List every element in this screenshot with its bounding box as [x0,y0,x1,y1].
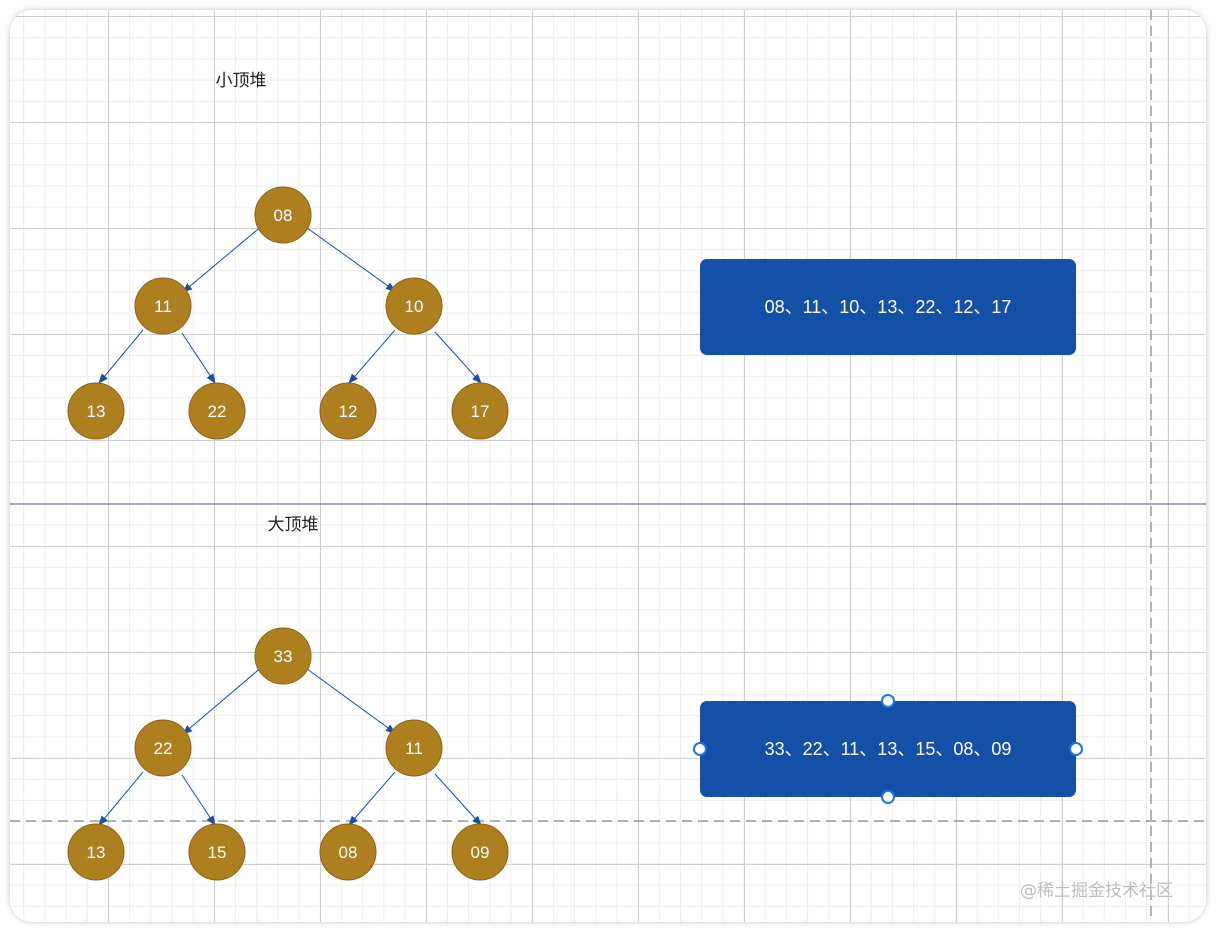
edge [434,331,482,384]
heap-node[interactable]: 08 [254,186,312,244]
heap-node[interactable]: 09 [451,823,509,881]
max-heap-section: 大顶堆 33 22 11 [67,515,1083,881]
heap-node[interactable]: 13 [67,823,125,881]
edge [182,224,264,293]
node-label: 22 [208,402,227,421]
heap-node[interactable]: 33 [254,627,312,685]
heap-node[interactable]: 22 [134,719,192,777]
edge [182,665,264,735]
canvas[interactable]: 小顶堆 08 11 10 [10,10,1206,922]
edge [348,771,396,826]
node-label: 11 [154,297,172,316]
resize-handle-right[interactable] [1069,742,1083,756]
max-heap-edges [98,665,482,826]
node-label: 08 [274,206,293,225]
node-label: 09 [471,843,490,862]
watermark: @稀土掘金技术社区 [1020,881,1173,901]
edge [302,224,396,292]
edge [348,329,396,384]
heap-node[interactable]: 17 [451,382,509,440]
resize-handle-top[interactable] [881,694,895,708]
node-label: 13 [87,402,106,421]
heap-node[interactable]: 12 [319,382,377,440]
sequence-text: 33、22、11、13、15、08、09 [765,739,1012,759]
heap-node[interactable]: 15 [188,823,246,881]
heap-diagram: 小顶堆 08 11 10 [10,10,1206,922]
grid-background [10,10,1206,922]
node-label: 10 [405,297,424,316]
node-label: 17 [471,402,490,421]
heap-node[interactable]: 11 [385,719,443,777]
heap-node[interactable]: 13 [67,382,125,440]
edge [302,665,396,734]
sequence-text: 08、11、10、13、22、12、17 [765,297,1012,317]
edge [181,332,216,384]
heap-node[interactable]: 22 [188,382,246,440]
sequence-box-selected[interactable]: 33、22、11、13、15、08、09 [693,694,1083,804]
min-heap-title: 小顶堆 [216,71,267,91]
edge [98,329,144,384]
edge [98,771,144,826]
sequence-box[interactable]: 08、11、10、13、22、12、17 [700,259,1076,355]
heap-node[interactable]: 08 [319,823,377,881]
node-label: 22 [154,739,173,758]
node-label: 13 [87,843,106,862]
heap-node[interactable]: 11 [134,277,192,335]
node-label: 12 [339,402,358,421]
min-heap-edges [98,224,482,384]
heap-node[interactable]: 10 [385,277,443,335]
min-heap-section: 小顶堆 08 11 10 [67,71,1076,440]
node-label: 11 [405,739,423,758]
node-label: 15 [208,843,227,862]
edge [181,774,216,826]
node-label: 08 [339,843,358,862]
resize-handle-left[interactable] [693,742,707,756]
max-heap-title: 大顶堆 [268,515,319,535]
edge [434,773,482,826]
resize-handle-bottom[interactable] [881,790,895,804]
node-label: 33 [274,647,293,666]
